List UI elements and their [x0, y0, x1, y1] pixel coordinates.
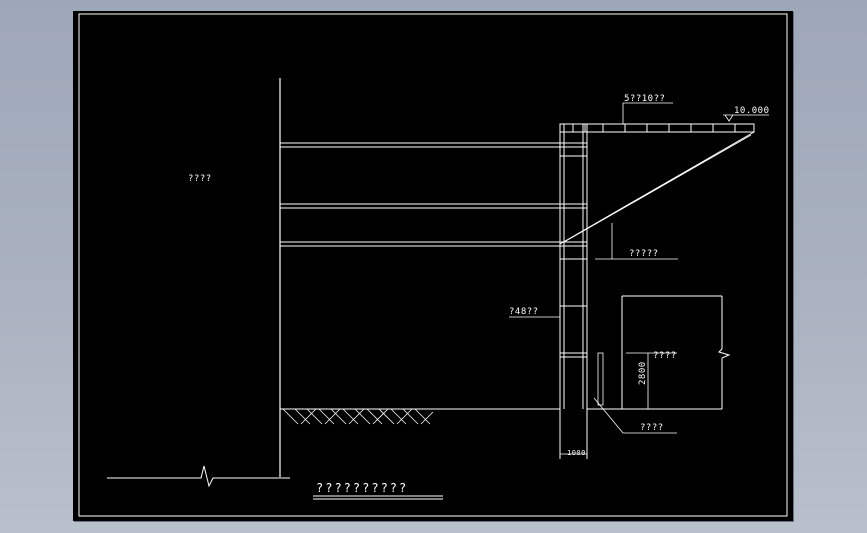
- base-label: ????: [640, 423, 664, 433]
- break-line: [107, 465, 290, 488]
- roof-deck: [559, 123, 755, 133]
- roof-spec-leader: [622, 102, 673, 124]
- elevation-mark: [723, 114, 769, 122]
- base-leader: [593, 397, 677, 434]
- scaffold-poles: [559, 124, 588, 459]
- floor-slabs: [280, 142, 560, 247]
- drawing-frame: [78, 13, 788, 517]
- drawing-sheet: 5??10?? 10.000 ????? ?48?? ????: [73, 11, 793, 521]
- scaffold-ledgers: [560, 142, 587, 358]
- soil-hatch: [282, 408, 434, 425]
- drawing-title: ??????????: [316, 481, 408, 495]
- width-dim-label: 1000: [567, 449, 586, 457]
- pipe-label: ?48??: [509, 307, 539, 317]
- canopy-label: ?????: [629, 249, 659, 259]
- elevation-label: 10.000: [734, 106, 770, 116]
- diagonal-brace: [559, 131, 755, 245]
- title-underline: [313, 495, 443, 500]
- right-box-label: ????: [653, 351, 677, 361]
- height-dim-label: 2800: [638, 361, 648, 385]
- cad-drawing: 5??10?? 10.000 ????? ?48?? ????: [78, 13, 788, 517]
- canopy-leader: [595, 223, 678, 260]
- left-zone-label: ????: [188, 174, 212, 184]
- right-box: [587, 295, 731, 410]
- roof-spec-label: 5??10??: [624, 94, 665, 104]
- base-post: [597, 352, 604, 406]
